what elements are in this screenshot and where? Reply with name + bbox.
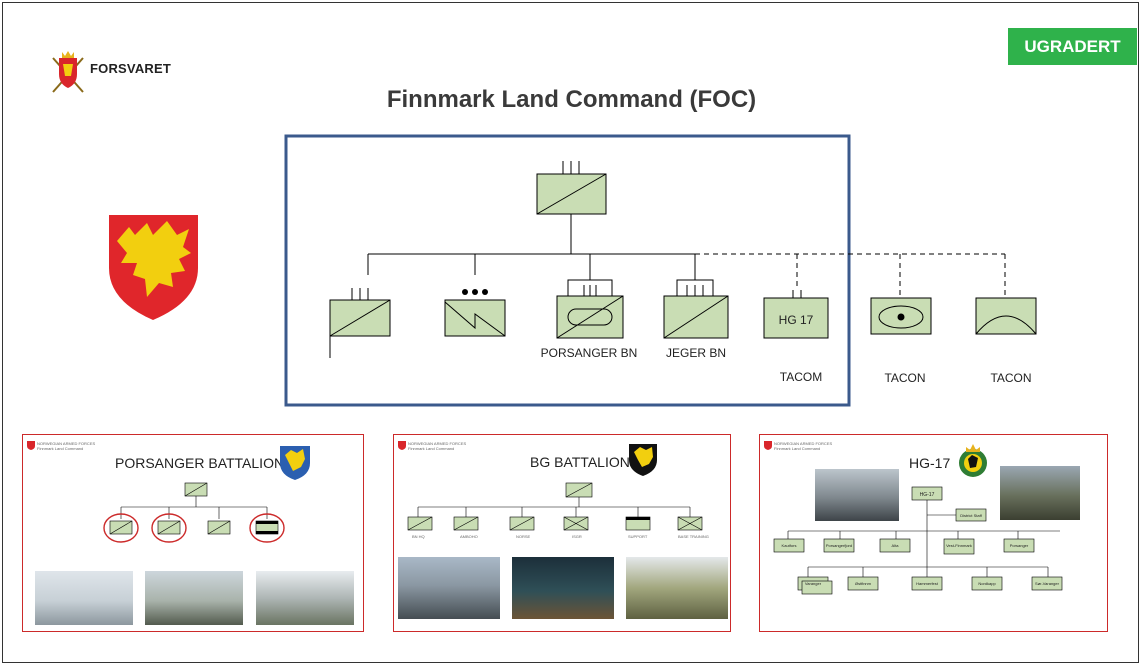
panel-header-text: NORWEGIAN ARMED FORCES — [774, 441, 833, 446]
unit-label: NORSE — [516, 534, 531, 539]
hg-unit-label: Sør-Varanger — [1035, 581, 1060, 586]
battalion-formation-photo — [398, 557, 500, 619]
armored-vehicles-photo — [145, 571, 243, 625]
jeger-bn-label: JEGER BN — [666, 346, 726, 360]
forsvaret-crest-icon — [764, 441, 772, 450]
unit-label: ISGR — [572, 534, 582, 539]
finnmark-shield-icon — [107, 213, 200, 322]
forsvaret-crest-icon — [50, 50, 86, 94]
hg17-label: HG 17 — [779, 313, 814, 327]
hg17-emblem-icon — [959, 444, 987, 477]
tacom-label: TACOM — [780, 370, 822, 384]
panel-title: BG BATTALION — [530, 454, 630, 470]
unit-label: SUPPORT — [628, 534, 648, 539]
parade-photo — [256, 571, 354, 625]
hg-unit-label: Varanger — [805, 581, 822, 586]
hg-unit-label: Porsangerfjord — [826, 543, 852, 548]
unit-porsanger-bn — [556, 279, 624, 339]
panel-header-text: NORWEGIAN ARMED FORCES — [37, 441, 96, 446]
tacon-label-2: TACON — [990, 371, 1031, 385]
hg-unit-label: Porsanger — [1010, 543, 1029, 548]
unit-tacon-recon — [870, 297, 932, 335]
hg-unit-label: Vest-Finnmark — [946, 543, 972, 548]
hg17-mini-chart: HG-17 District Staff Kautfors Porsangerf… — [773, 486, 1063, 595]
hg-unit-label: Hammerfest — [916, 581, 939, 586]
unit-hg17: HG 17 — [763, 290, 829, 339]
hg17-top-box: HG-17 — [920, 492, 935, 498]
bg-battalion-panel[interactable]: NORWEGIAN ARMED FORCES Finnmark Land Com… — [393, 434, 731, 632]
tacom-frame — [284, 134, 851, 407]
hg17-panel[interactable]: NORWEGIAN ARMED FORCES Finnmark Land Com… — [759, 434, 1108, 632]
bg-mini-chart — [407, 482, 703, 531]
foc-hq-unit — [536, 161, 607, 215]
hg-unit-label: Kautfors — [782, 543, 797, 548]
forsvaret-crest-icon — [27, 441, 35, 450]
porsanger-mini-chart — [103, 482, 285, 543]
unit-tacon-arty — [975, 297, 1037, 335]
soldier-vehicle-photo — [815, 469, 899, 521]
unit-label: BN HQ — [412, 534, 425, 539]
panel-header-text: NORWEGIAN ARMED FORCES — [408, 441, 467, 446]
panel-title: HG-17 — [909, 455, 951, 471]
soldiers-binoculars-photo — [626, 557, 728, 619]
panel-sub-text: Finnmark Land Command — [408, 446, 455, 451]
panel-sub-text: Finnmark Land Command — [37, 446, 84, 451]
unit-signal-company — [444, 289, 506, 337]
night-outpost-photo — [512, 557, 614, 619]
unit-label: AMBOHO — [460, 534, 478, 539]
forsvaret-crest-icon — [398, 441, 406, 450]
panel-title: PORSANGER BATTALION — [115, 455, 285, 471]
org-chart: PORSANGER BN JEGER BN HG 17 TACOM TACON … — [284, 134, 1037, 407]
hg-unit-label: Alta — [892, 543, 900, 548]
page-title: Finnmark Land Command (FOC) — [386, 86, 757, 113]
patrol-soldiers-photo — [1000, 466, 1080, 520]
brand-name: FORSVARET — [90, 61, 172, 76]
porsanger-bn-label: PORSANGER BN — [541, 346, 638, 360]
porsanger-panel[interactable]: NORWEGIAN ARMED FORCES Finnmark Land Com… — [22, 434, 364, 632]
panel-sub-text: Finnmark Land Command — [774, 446, 821, 451]
hg-unit-label: Nordkapp — [978, 581, 996, 586]
district-staff-box: District Staff — [960, 513, 982, 518]
classification-badge: UGRADERT — [1008, 28, 1137, 65]
unit-jeger-bn — [663, 279, 729, 339]
snow-soldiers-photo — [35, 571, 133, 625]
bg-shield-icon — [629, 444, 657, 476]
unit-regiment — [329, 288, 391, 358]
hg-unit-label: Østfinnm — [855, 581, 872, 586]
porsanger-shield-icon — [280, 446, 310, 480]
tacon-label-1: TACON — [884, 371, 925, 385]
unit-label: BASE TRAINING — [678, 534, 709, 539]
